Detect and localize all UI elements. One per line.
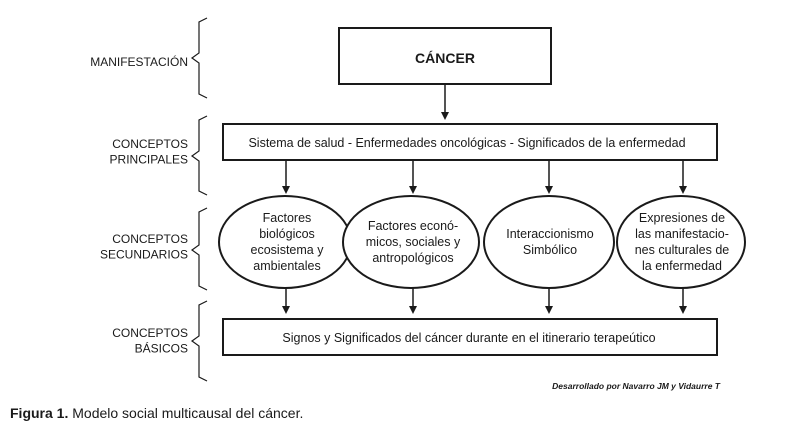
principal-label: Sistema de salud - Enfermedades oncológi…: [248, 136, 685, 150]
figure-caption-text: Modelo social multicausal del cáncer.: [68, 405, 304, 421]
text-line: MANIFESTACIÓN: [90, 54, 188, 69]
oval-factores-biologicos: [218, 195, 352, 289]
text-line: BÁSICOS: [135, 340, 188, 355]
oval-factores-economicos-label: Factores econó-micos, sociales y antropol…: [366, 219, 461, 265]
level-label-manifestacion: MANIFESTACIÓN: [90, 54, 188, 69]
text-line: micos, sociales y: [366, 235, 461, 249]
brace-manifestacion: [190, 17, 208, 99]
oval-expresiones: [616, 195, 746, 289]
text-line: Factores econó-: [368, 219, 458, 233]
text-line: SECUNDARIOS: [100, 247, 188, 261]
text-line: CONCEPTOS: [112, 326, 188, 340]
brace-principales: [190, 115, 208, 196]
oval-factores-biologicos-label: Factores biológicos ecosistema y ambientale…: [251, 211, 325, 273]
principal-box: [222, 123, 718, 161]
cancer-box: [338, 27, 552, 85]
cancer-label: CÁNCER: [415, 50, 475, 66]
text-line: CONCEPTOS: [112, 137, 188, 151]
oval-factores-economicos: [342, 195, 480, 289]
text-line: CONCEPTOS: [112, 232, 188, 246]
brace-secundarios: [190, 207, 208, 291]
oval-expresiones-label: Expresiones de las manifestacio-nes cultu…: [635, 211, 730, 273]
text-line: Signos y Significados del cáncer durante…: [282, 331, 655, 345]
credit-text: Desarrollado por Navarro JM y Vidaurre T: [552, 381, 721, 391]
figure-caption-label: Figura 1.: [10, 405, 69, 421]
text-line: CÁNCER: [415, 50, 475, 66]
text-line: la enfermedad: [642, 259, 722, 273]
text-line: antropológicos: [372, 251, 453, 265]
text-line: ecosistema y: [251, 243, 325, 257]
basico-box: [222, 318, 718, 356]
text-line: Expresiones de: [639, 211, 725, 225]
text-line: PRINCIPALES: [110, 152, 188, 166]
basico-label: Signos y Significados del cáncer durante…: [282, 331, 655, 345]
text-line: nes culturales de: [635, 243, 730, 257]
text-line: biológicos: [259, 227, 315, 241]
text-line: Interaccionismo: [506, 227, 594, 241]
text-line: las manifestacio-: [635, 227, 729, 241]
brace-basicos: [190, 300, 208, 382]
text-line: Factores: [263, 211, 312, 225]
text-line: Simbólico: [523, 243, 577, 257]
oval-interaccionismo: [483, 195, 615, 289]
figure-caption: Figura 1. Modelo social multicausal del …: [10, 405, 303, 421]
text-line: ambientales: [253, 259, 320, 273]
text-line: Sistema de salud - Enfermedades oncológi…: [248, 136, 685, 150]
